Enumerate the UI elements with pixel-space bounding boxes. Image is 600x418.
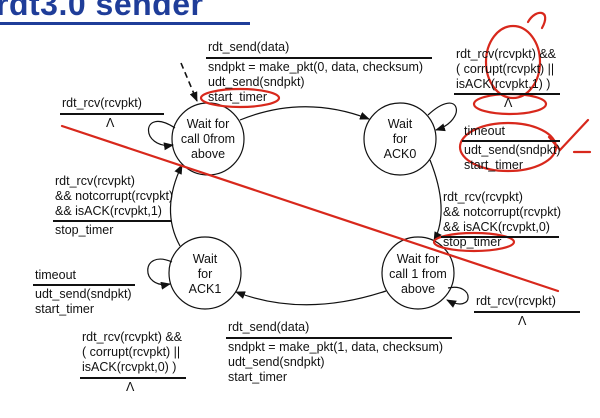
right-event-2: && notcorrupt(rcvpkt) (443, 205, 562, 219)
bottom-action-3: start_timer (228, 370, 288, 384)
ack1-corrupt-event-1: rdt_rcv(rcvpkt) && (82, 330, 183, 344)
red-diagonal-line (60, 124, 560, 293)
call0-self-action: Λ (106, 116, 115, 130)
state-wait-ack0 (363, 102, 437, 176)
loop-call1 (446, 286, 469, 308)
call1-self-event: rdt_rcv(rcvpkt) (476, 294, 556, 308)
right-event-1: rdt_rcv(rcvpkt) (443, 190, 523, 204)
slide-title: rdt3.0 sender (0, 0, 204, 22)
loop-call0 (148, 120, 176, 151)
loop-ack0-top (427, 102, 457, 132)
state-label-wait-ack1: Wait for ACK1 (188, 252, 222, 296)
red-circle-timeout-block (458, 121, 558, 173)
ack1-timeout-action-2: start_timer (35, 302, 95, 316)
top-rule (206, 57, 432, 59)
call0-self-rule (60, 113, 164, 115)
call1-self-action: Λ (518, 314, 527, 328)
ack0-timeout-event: timeout (464, 124, 505, 138)
state-wait-ack1 (168, 236, 242, 310)
state-label-wait-call1: Wait for call 1 from above (389, 252, 447, 296)
right-rule (441, 236, 559, 238)
arrow-ack0-to-call1 (429, 159, 442, 242)
ack1-timeout-event: timeout (35, 268, 76, 282)
state-wait-call1 (381, 236, 455, 310)
left-rule (53, 220, 171, 222)
right-action: stop_timer (443, 235, 502, 249)
bottom-action-2: udt_send(sndpkt) (228, 355, 325, 369)
bottom-event: rdt_send(data) (228, 320, 310, 334)
ack0-corrupt-event-1: rdt_rcv(rcvpkt) && (456, 47, 557, 61)
call1-self-rule (474, 311, 580, 313)
ack1-corrupt-event-3: isACK(rcvpkt,0) ) (82, 360, 177, 374)
arrow-call0-to-ack0 (239, 106, 370, 121)
left-event-1: rdt_rcv(rcvpkt) (55, 174, 135, 188)
bottom-action-1: sndpkt = make_pkt(1, data, checksum) (228, 340, 444, 354)
ack0-corrupt-rule (454, 93, 560, 95)
title-underline (0, 22, 250, 25)
red-circle-stop-timer (432, 231, 516, 253)
top-action-3: start_timer (208, 90, 268, 104)
arrow-ack1-to-call0 (169, 164, 183, 247)
right-event-3: && isACK(rcvpkt,0) (443, 220, 550, 234)
bottom-rule (226, 337, 452, 339)
left-event-2: && notcorrupt(rcvpkt) (55, 189, 174, 203)
red-squiggle (526, 11, 547, 30)
red-circle-start-timer (199, 87, 281, 109)
ack1-timeout-action-1: udt_send(sndpkt) (35, 287, 132, 301)
red-circle-corrupt (484, 24, 542, 100)
top-action-2: udt_send(sndpkt) (208, 75, 305, 89)
ack1-corrupt-event-2: ( corrupt(rcvpkt) || (82, 345, 181, 359)
ack0-timeout-action-2: start_timer (464, 158, 524, 172)
ack1-corrupt-rule (80, 377, 186, 379)
ack0-corrupt-event-3: isACK(rcvpkt,1) ) (456, 77, 551, 91)
ack0-corrupt-action: Λ (504, 96, 513, 110)
ack1-corrupt-action: Λ (126, 380, 135, 394)
arrow-call1-to-ack1 (235, 290, 387, 306)
ack0-timeout-action-1: udt_send(sndpkt) (464, 143, 561, 157)
ack0-timeout-rule (462, 140, 560, 142)
left-event-3: && isACK(rcvpkt,1) (55, 204, 162, 218)
ack0-corrupt-event-2: ( corrupt(rcvpkt) || (456, 62, 555, 76)
top-event: rdt_send(data) (208, 40, 290, 54)
state-label-wait-ack0: Wait for ACK0 (383, 117, 417, 161)
ack1-timeout-rule (33, 284, 135, 286)
top-action-1: sndpkt = make_pkt(0, data, checksum) (208, 60, 424, 74)
state-label-wait-call0: Wait for call 0from above (180, 117, 236, 161)
initial-state-arrow (180, 62, 198, 102)
loop-ack1 (147, 258, 173, 290)
call0-self-event: rdt_rcv(rcvpkt) (62, 96, 142, 110)
left-action: stop_timer (55, 223, 114, 237)
